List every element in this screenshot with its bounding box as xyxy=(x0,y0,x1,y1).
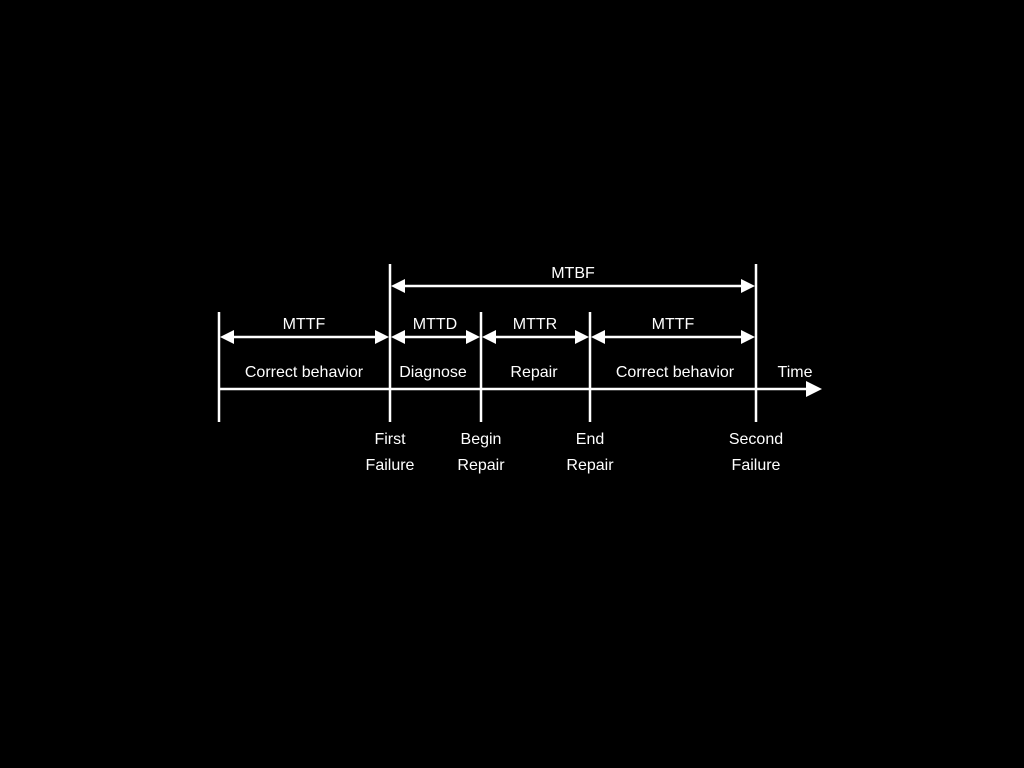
time-axis-label: Time xyxy=(778,364,813,381)
event-second-failure-line2: Failure xyxy=(732,457,781,474)
mtbf-arrowhead-left xyxy=(391,279,405,293)
span-mttr-label: MTTR xyxy=(513,316,557,333)
mtbf-arrowhead-right xyxy=(741,279,755,293)
span-mttf-1-arrowhead-right xyxy=(375,330,389,344)
phase-correct-behavior-2: Correct behavior xyxy=(616,364,735,381)
span-mttf-2-label: MTTF xyxy=(652,316,695,333)
event-end-repair-line2: Repair xyxy=(566,457,614,474)
span-mttd-label: MTTD xyxy=(413,316,457,333)
event-begin-repair-line1: Begin xyxy=(461,431,502,448)
mtbf-label: MTBF xyxy=(551,265,595,282)
event-end-repair-line1: End xyxy=(576,431,604,448)
phase-diagnose: Diagnose xyxy=(399,364,467,381)
phase-correct-behavior-1: Correct behavior xyxy=(245,364,364,381)
event-second-failure-line1: Second xyxy=(729,431,783,448)
span-mttf-1-arrowhead-left xyxy=(220,330,234,344)
event-first-failure-line1: First xyxy=(374,431,406,448)
span-mttd-arrowhead-right xyxy=(466,330,480,344)
span-mttr-arrowhead-right xyxy=(575,330,589,344)
time-axis-arrowhead xyxy=(806,381,822,397)
event-first-failure-line2: Failure xyxy=(366,457,415,474)
event-begin-repair-line2: Repair xyxy=(457,457,505,474)
span-mttf-1-label: MTTF xyxy=(283,316,326,333)
span-mttf-2-arrowhead-right xyxy=(741,330,755,344)
span-mttr-arrowhead-left xyxy=(482,330,496,344)
span-mttf-2-arrowhead-left xyxy=(591,330,605,344)
phase-repair: Repair xyxy=(510,364,558,381)
span-mttd-arrowhead-left xyxy=(391,330,405,344)
